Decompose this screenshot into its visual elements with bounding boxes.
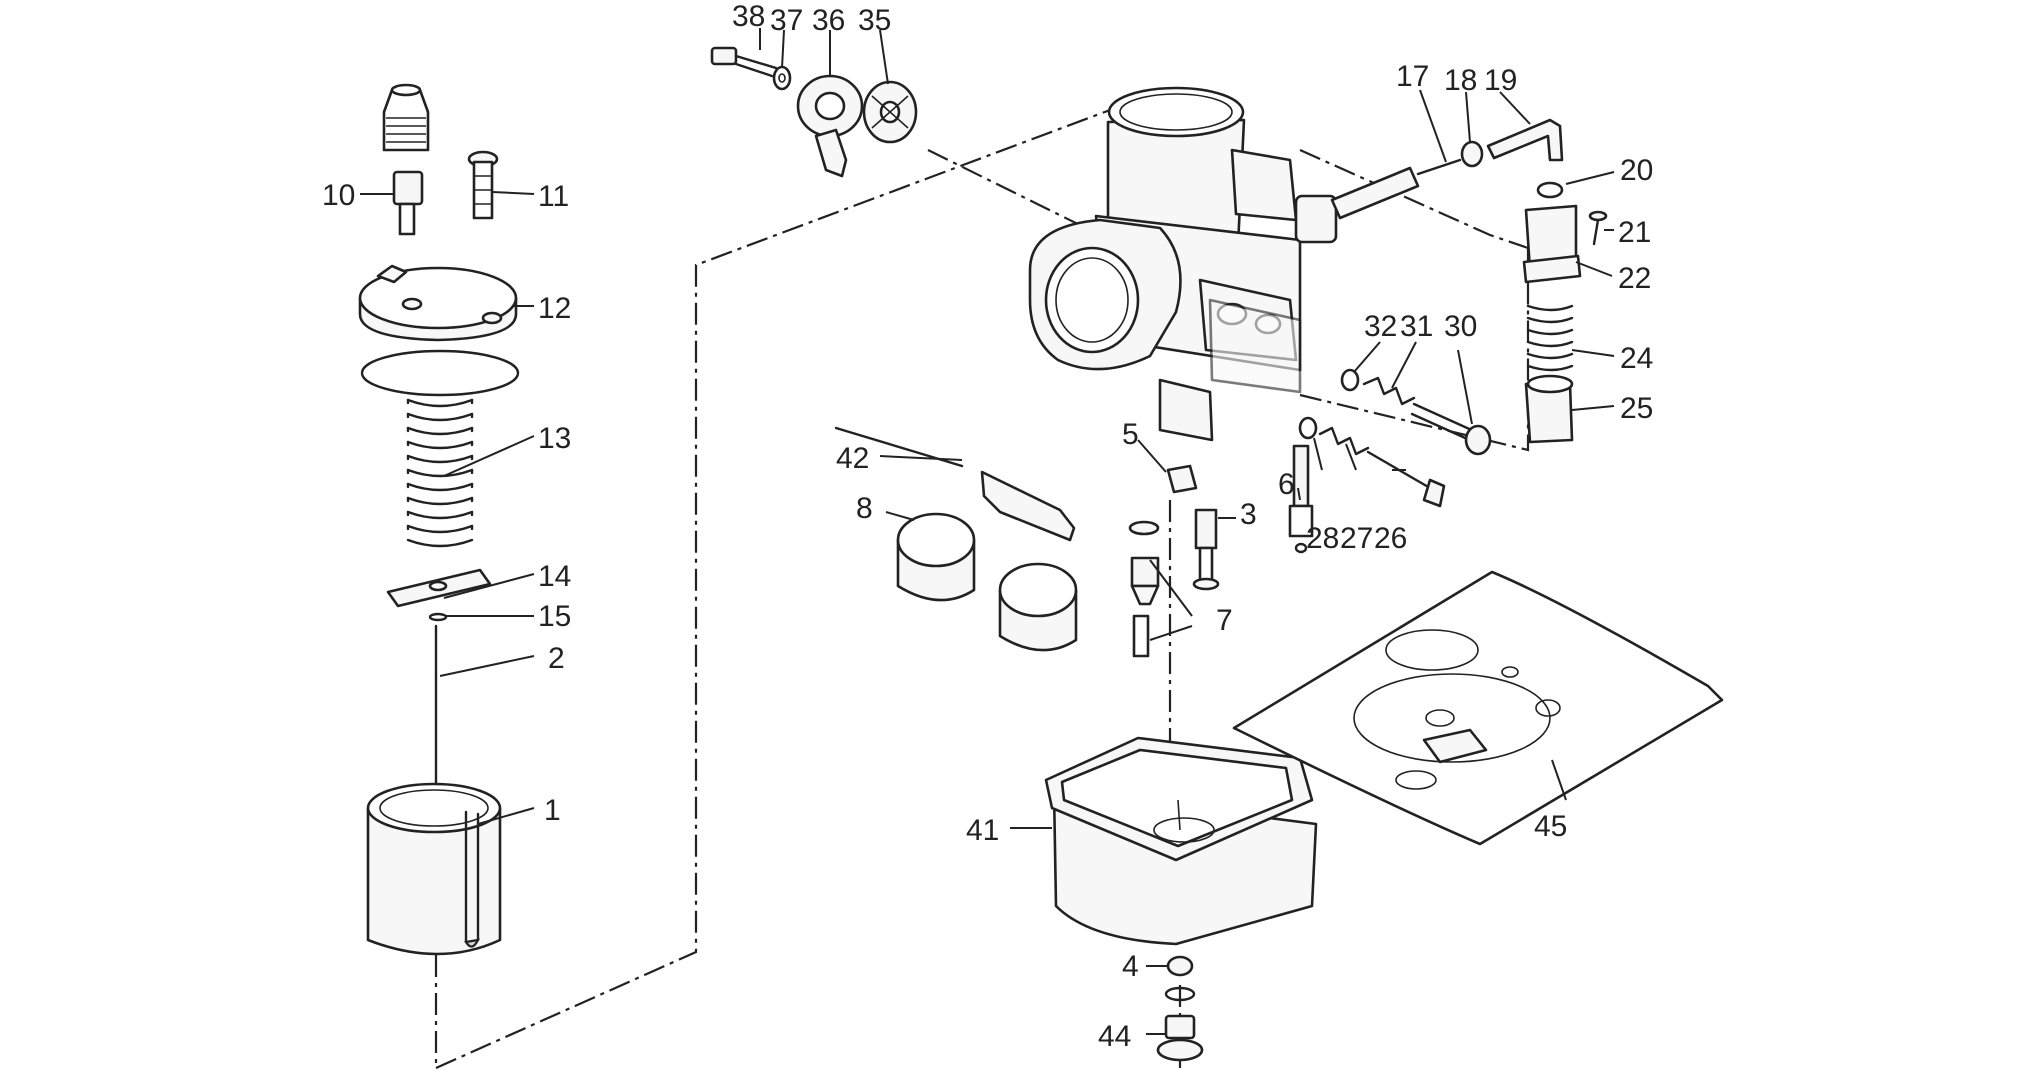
carburetor-body — [1028, 86, 1338, 442]
callout-26: 26 — [1374, 522, 1407, 555]
callout-24: 24 — [1620, 342, 1653, 375]
leader-lines — [360, 28, 1615, 1035]
callout-32: 32 — [1364, 310, 1397, 343]
part-27-spring — [1318, 426, 1370, 456]
part-30-idle-screw — [1410, 402, 1492, 456]
assembly-axis-lines — [434, 108, 1530, 1070]
part-13-slide-spring — [406, 398, 474, 548]
callout-28: 28 — [1306, 522, 1339, 555]
callout-35: 35 — [858, 4, 891, 37]
part-11-cap-screw — [467, 150, 499, 220]
callout-4: 4 — [1122, 950, 1139, 983]
callout-22: 22 — [1618, 262, 1651, 295]
callout-11: 11 — [538, 180, 569, 213]
part-17-choke-plunger — [1330, 158, 1462, 220]
part-35-fuel-filter — [862, 80, 918, 144]
part-8-float-assembly — [896, 470, 1078, 652]
callout-7: 7 — [1216, 604, 1233, 637]
part-4-drain-screw — [1164, 955, 1196, 1002]
part-45-gasket-kit — [1232, 570, 1724, 846]
part-10-cable-adjuster — [392, 170, 424, 236]
callout-44: 44 — [1098, 1020, 1131, 1053]
callout-41: 41 — [966, 814, 999, 847]
callout-31: 31 — [1400, 310, 1433, 343]
part-cable-adjuster-boot — [382, 83, 430, 152]
callout-14: 14 — [538, 560, 571, 593]
part-18-nut — [1460, 140, 1484, 168]
callout-25: 25 — [1620, 392, 1653, 425]
callout-8: 8 — [856, 492, 873, 525]
part-28-washer — [1298, 416, 1318, 440]
part-5-needle-jet-holder — [1166, 464, 1198, 494]
callout-2: 2 — [548, 642, 565, 675]
callout-20: 20 — [1620, 154, 1653, 187]
part-25-choke-plunger — [1524, 374, 1574, 444]
part-7-idle-jet-set — [1128, 520, 1160, 658]
part-37-washer — [772, 65, 792, 91]
part-21-screw — [1588, 210, 1608, 246]
part-1-throttle-slide — [366, 782, 502, 956]
callout-6: 6 — [1278, 468, 1295, 501]
callout-21: 21 — [1618, 216, 1651, 249]
part-31-spring — [1362, 376, 1416, 406]
part-41-float-bowl — [1044, 736, 1318, 946]
part-32-washer — [1340, 368, 1360, 392]
part-12-slide-cover — [358, 264, 518, 342]
part-15-needle-clip — [428, 612, 448, 622]
callout-15: 15 — [538, 600, 571, 633]
callout-36: 36 — [812, 4, 845, 37]
callout-18: 18 — [1444, 64, 1477, 97]
part-36-fuel-banjo — [796, 74, 864, 178]
callout-12: 12 — [538, 292, 571, 325]
part-cover-gasket — [360, 349, 520, 397]
part-3-main-jet — [1192, 508, 1220, 591]
callout-5: 5 — [1122, 418, 1139, 451]
part-20-seal — [1536, 181, 1564, 199]
callout-10: 10 — [322, 179, 355, 212]
callout-3: 3 — [1240, 498, 1257, 531]
callout-38: 38 — [732, 0, 765, 33]
callout-27: 27 — [1340, 522, 1373, 555]
callout-labels: 10 11 12 13 14 15 2 1 38 37 36 35 17 18 … — [322, 0, 1653, 1053]
part-26-mixture-screw — [1366, 450, 1446, 508]
part-44-drain-plug — [1156, 1014, 1204, 1062]
part-38-banjo-bolt — [710, 46, 778, 78]
callout-19: 19 — [1484, 64, 1517, 97]
part-22-choke-cover — [1522, 204, 1582, 284]
part-6-air-screw — [1288, 444, 1314, 554]
part-14-needle-retainer-plate — [386, 568, 492, 608]
callout-42: 42 — [836, 442, 869, 475]
callout-13: 13 — [538, 422, 571, 455]
callout-17: 17 — [1396, 60, 1429, 93]
part-19-choke-cable-elbow — [1486, 118, 1564, 162]
callout-30: 30 — [1444, 310, 1477, 343]
callout-45: 45 — [1534, 810, 1567, 843]
part-24-choke-spring — [1526, 304, 1574, 372]
callout-37: 37 — [770, 4, 803, 37]
callout-1: 1 — [544, 794, 561, 827]
